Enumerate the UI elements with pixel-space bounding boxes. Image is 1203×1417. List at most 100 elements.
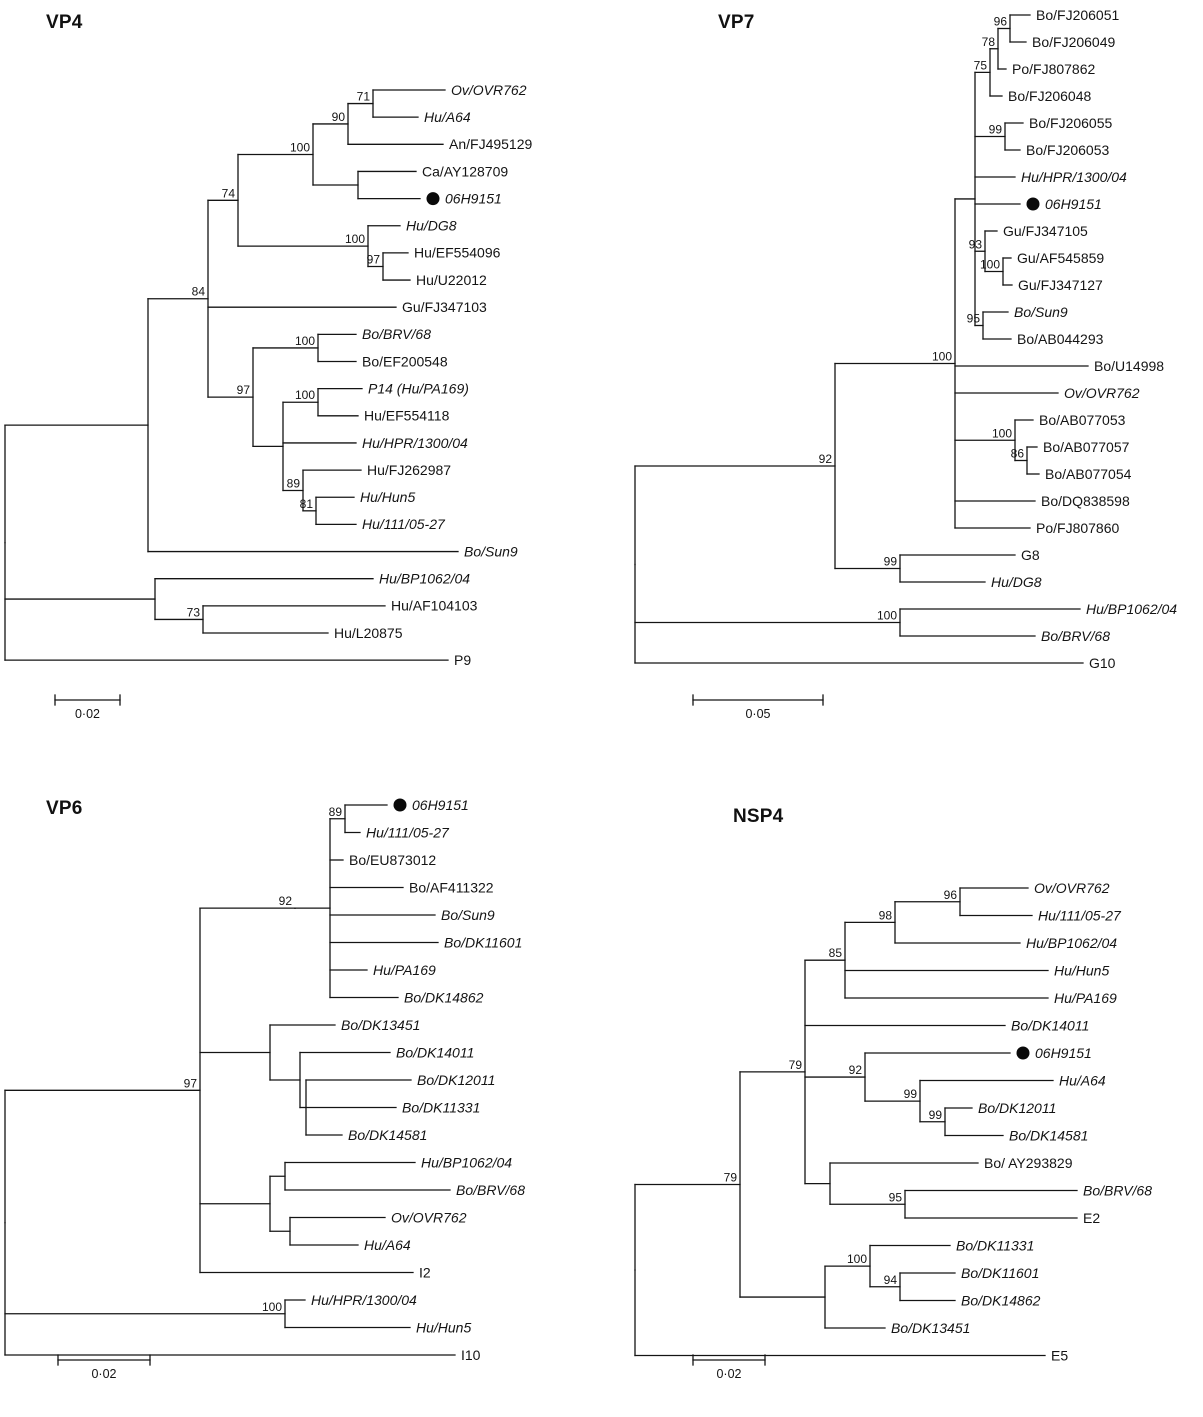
- panel-title-nsp4: NSP4: [733, 806, 784, 827]
- taxon-label: Hu/HPR/1300/04: [362, 435, 468, 451]
- taxon-label: An/FJ495129: [449, 136, 532, 152]
- taxon-label: Hu/EF554118: [364, 408, 450, 424]
- bootstrap-value: 92: [279, 894, 293, 908]
- taxon-label: Bo/DK14011: [1011, 1017, 1089, 1033]
- taxon-label: Hu/111/05-27: [362, 516, 446, 532]
- bootstrap-value: 98: [879, 908, 893, 922]
- taxon-label: Bo/BRV/68: [362, 326, 431, 342]
- taxon-label: Bo/DK12011: [978, 1100, 1056, 1116]
- bootstrap-value: 95: [889, 1190, 903, 1204]
- taxon-label: Bo/BRV/68: [1041, 628, 1110, 644]
- taxon-label: E5: [1051, 1347, 1068, 1363]
- taxon-label: Gu/FJ347127: [1018, 277, 1103, 293]
- taxon-label: Bo/FJ206053: [1026, 142, 1109, 158]
- strain-marker-dot: [426, 192, 440, 206]
- taxon-label: Ov/OVR762: [391, 1209, 467, 1225]
- taxon-label: Bo/AB077053: [1039, 412, 1126, 428]
- taxon-label: Po/FJ807862: [1012, 61, 1095, 77]
- bootstrap-value: 99: [989, 123, 1003, 137]
- taxon-label: Bo/DK13451: [891, 1320, 970, 1336]
- bootstrap-value: 100: [345, 232, 365, 246]
- taxon-label: Bo/BRV/68: [456, 1182, 525, 1198]
- taxon-label: Bo/DK11331: [956, 1237, 1034, 1253]
- taxon-label: Bo/AB077054: [1045, 466, 1132, 482]
- bootstrap-value: 92: [819, 452, 833, 466]
- taxon-label: Hu/HPR/1300/04: [1021, 169, 1127, 185]
- panel-title-vp6: VP6: [46, 798, 83, 819]
- taxon-label: Bo/AB044293: [1017, 331, 1104, 347]
- taxon-label: 06H9151: [412, 797, 469, 813]
- scale-bar-label: 0·05: [745, 707, 770, 721]
- taxon-label: Hu/BP1062/04: [1026, 935, 1117, 951]
- taxon-label: Po/FJ807860: [1036, 520, 1119, 536]
- taxon-label: I2: [419, 1264, 431, 1280]
- strain-marker-dot: [393, 798, 407, 812]
- taxon-label: Hu/BP1062/04: [1086, 601, 1177, 617]
- taxon-label: Hu/BP1062/04: [379, 571, 470, 587]
- bootstrap-value: 86: [1011, 447, 1025, 461]
- strain-marker-dot: [1026, 197, 1040, 211]
- bootstrap-value: 89: [287, 476, 301, 490]
- taxon-label: Bo/U14998: [1094, 358, 1164, 374]
- taxon-label: Bo/DK12011: [417, 1072, 495, 1088]
- taxon-label: Hu/EF554096: [414, 245, 501, 261]
- bootstrap-value: 79: [789, 1058, 803, 1072]
- bootstrap-value: 100: [295, 388, 315, 402]
- bootstrap-value: 84: [192, 285, 206, 299]
- taxon-label: Hu/A64: [424, 109, 471, 125]
- taxon-label: Bo/FJ206048: [1008, 88, 1091, 104]
- taxon-label: Bo/DK11601: [444, 934, 522, 950]
- taxon-label: Bo/DK13451: [341, 1017, 420, 1033]
- taxon-label: Hu/A64: [1059, 1072, 1106, 1088]
- bootstrap-value: 90: [332, 110, 346, 124]
- taxon-label: Gu/FJ347103: [402, 299, 487, 315]
- taxon-label: Bo/DK14011: [396, 1044, 474, 1060]
- bootstrap-value: 96: [994, 15, 1008, 29]
- taxon-label: Hu/DG8: [406, 218, 457, 234]
- strain-marker-dot: [1016, 1046, 1030, 1060]
- taxon-label: G10: [1089, 655, 1116, 671]
- taxon-label: E2: [1083, 1210, 1100, 1226]
- bootstrap-value: 100: [262, 1300, 282, 1314]
- taxon-label: Bo/EF200548: [362, 353, 448, 369]
- taxon-label: Bo/DK11601: [961, 1265, 1039, 1281]
- bootstrap-value: 99: [904, 1087, 918, 1101]
- taxon-label: Gu/AF545859: [1017, 250, 1104, 266]
- bootstrap-value: 97: [237, 383, 251, 397]
- taxon-label: Bo/DK14862: [961, 1292, 1041, 1308]
- bootstrap-value: 100: [980, 258, 1000, 272]
- bootstrap-value: 92: [849, 1063, 863, 1077]
- taxon-label: Bo/Sun9: [441, 907, 495, 923]
- taxon-label: Hu/111/05-27: [1038, 907, 1122, 923]
- taxon-label: Bo/ AY293829: [984, 1155, 1073, 1171]
- taxon-label: P14 (Hu/PA169): [368, 380, 469, 396]
- taxon-label: Bo/DK11331: [402, 1099, 480, 1115]
- taxon-label: Hu/FJ262987: [367, 462, 451, 478]
- taxon-label: Hu/PA169: [1054, 990, 1117, 1006]
- bootstrap-value: 95: [967, 312, 981, 326]
- taxon-label: Hu/Hun5: [1054, 962, 1109, 978]
- taxon-label: Bo/DK14862: [404, 989, 484, 1005]
- taxon-label: Bo/FJ206049: [1032, 34, 1115, 50]
- taxon-label: Bo/DK14581: [348, 1127, 427, 1143]
- taxon-label: Bo/EU873012: [349, 852, 436, 868]
- bootstrap-value: 81: [300, 497, 314, 511]
- scale-bar-label: 0·02: [75, 707, 100, 721]
- bootstrap-value: 94: [884, 1273, 898, 1287]
- taxon-label: Hu/L20875: [334, 625, 403, 641]
- taxon-label: Hu/AF104103: [391, 598, 478, 614]
- taxon-label: Hu/PA169: [373, 962, 436, 978]
- taxon-label: Hu/DG8: [991, 574, 1042, 590]
- panel-title-vp7: VP7: [718, 12, 755, 33]
- bootstrap-value: 100: [877, 609, 897, 623]
- taxon-label: 06H9151: [1035, 1045, 1092, 1061]
- taxon-label: Hu/111/05-27: [366, 824, 450, 840]
- bootstrap-value: 74: [222, 186, 236, 200]
